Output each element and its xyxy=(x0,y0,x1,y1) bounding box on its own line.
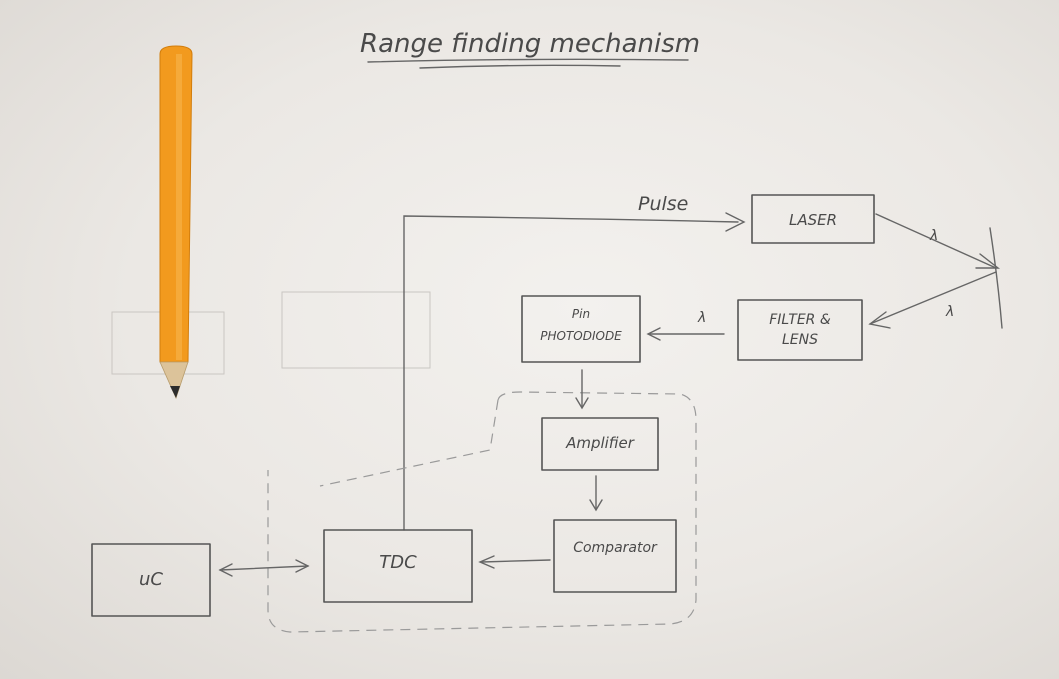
tdc-block: TDC xyxy=(323,529,473,603)
uc-block: uC xyxy=(91,543,211,617)
reflected-beam-arrowhead xyxy=(868,311,891,329)
title-underline xyxy=(367,58,689,63)
laser-block: LASER xyxy=(751,194,875,244)
tdc-label: TDC xyxy=(379,552,417,573)
reflected-beam xyxy=(869,271,997,325)
signal-chain-enclosure-upper xyxy=(319,399,499,487)
reflected-lambda: λ xyxy=(945,304,954,320)
incoming-lambda: λ xyxy=(697,310,706,326)
title-underline-2 xyxy=(419,64,621,69)
filter-label-line1: FILTER & xyxy=(769,312,831,328)
photodiode-label-line2: PHOTODIODE xyxy=(540,329,622,343)
amplifier-block: Amplifier xyxy=(541,417,659,471)
filter-to-photodiode-arrowhead xyxy=(646,327,661,341)
pulse-label: Pulse xyxy=(638,193,688,215)
signal-chain-enclosure xyxy=(267,391,697,633)
amplifier-label: Amplifier xyxy=(565,434,635,452)
target-surface xyxy=(989,227,1003,329)
uc-tdc-link xyxy=(219,565,309,571)
diagram-title: Range finding mechanism xyxy=(360,29,700,59)
laser-label: LASER xyxy=(789,211,837,229)
uc-tdc-arrowhead-right xyxy=(295,559,310,573)
filter-label-line2: LENS xyxy=(782,332,818,348)
comparator-to-tdc-line xyxy=(481,559,551,563)
comparator-block: Comparator xyxy=(553,519,677,593)
outgoing-beam xyxy=(875,213,997,269)
comparator-to-tdc-arrowhead xyxy=(478,555,495,569)
photodiode-to-amp-arrowhead xyxy=(575,397,589,410)
filter-lens-block: FILTER & LENS xyxy=(737,299,863,361)
uc-tdc-arrowhead-left xyxy=(218,563,233,577)
uc-label: uC xyxy=(139,569,163,590)
amp-to-comparator-arrowhead xyxy=(589,499,603,512)
outgoing-beam-arrowhead xyxy=(975,253,1001,269)
photodiode-label-line1: Pin xyxy=(572,307,590,321)
pulse-line xyxy=(403,215,739,531)
pulse-arrowhead xyxy=(725,212,746,232)
photodiode-block: Pin PHOTODIODE xyxy=(521,295,641,363)
comparator-label: Comparator xyxy=(573,540,658,556)
pencil-icon xyxy=(159,45,193,400)
outgoing-lambda: λ xyxy=(929,228,938,244)
